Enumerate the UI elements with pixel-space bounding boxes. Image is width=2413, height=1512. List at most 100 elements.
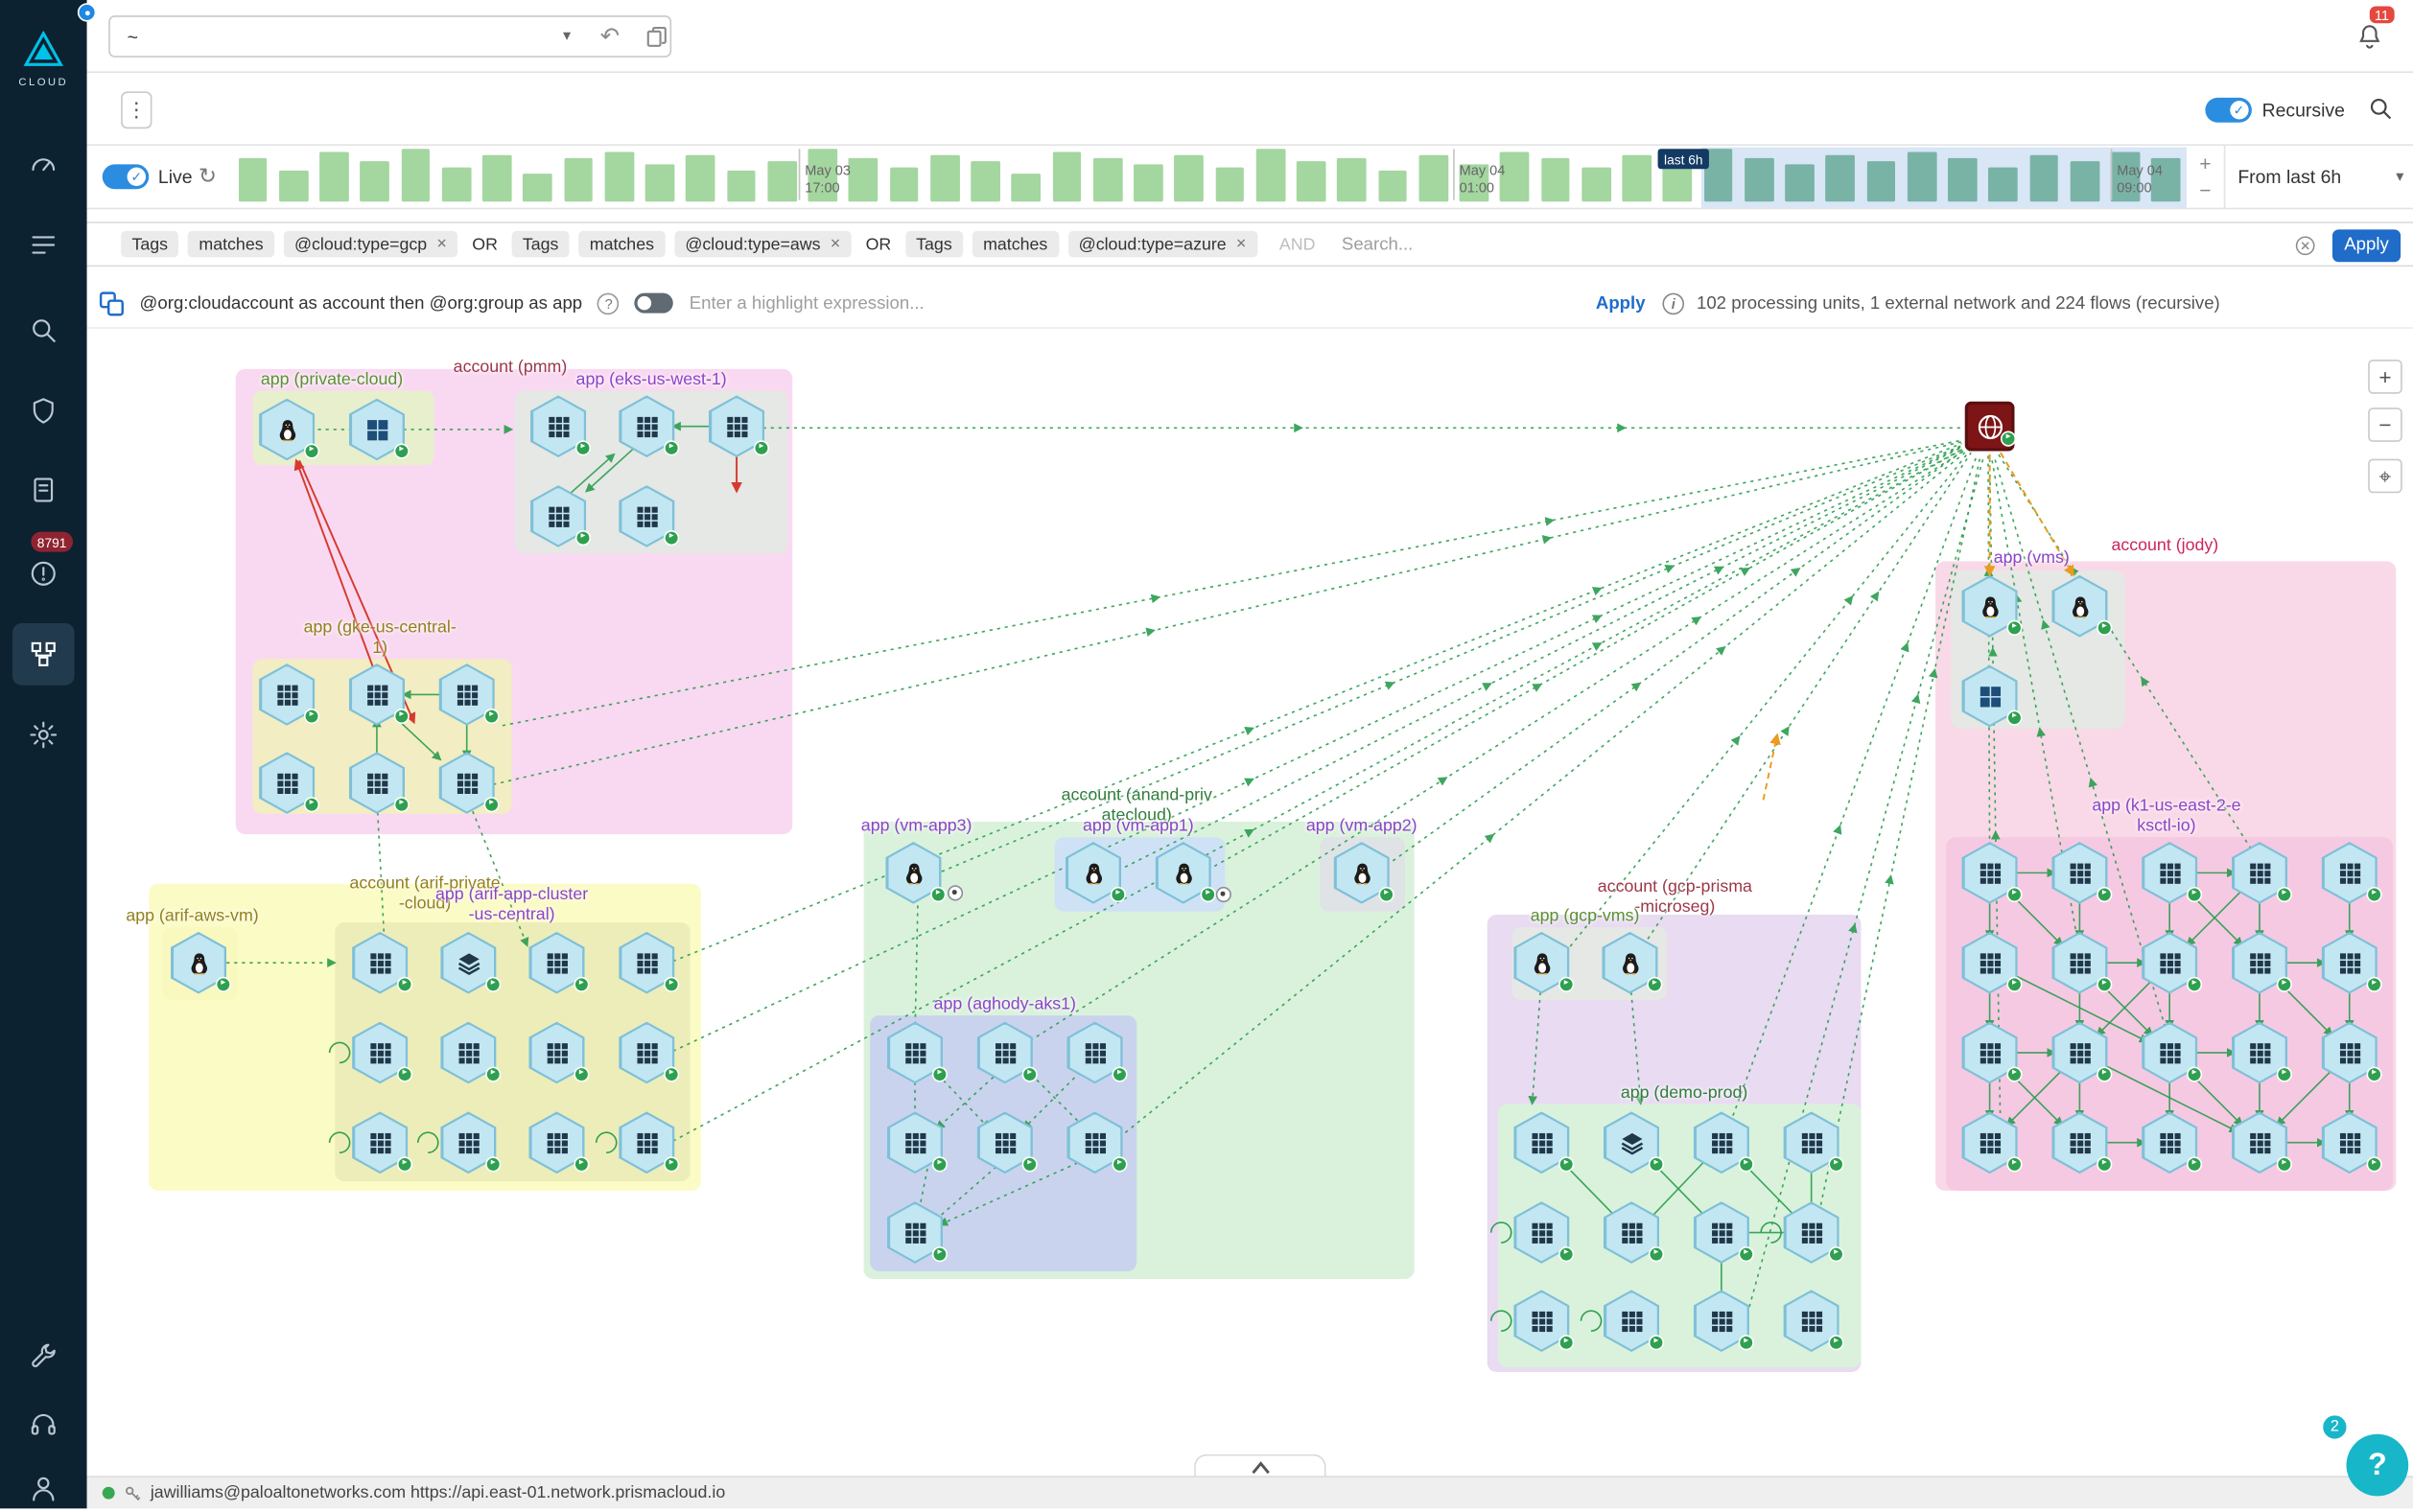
kubernetes-node[interactable]: ▸ [2142,931,2203,994]
expand-node-icon[interactable]: ▸ [2186,1066,2203,1082]
expand-node-icon[interactable]: ▸ [1648,1246,1665,1263]
chevron-down-icon[interactable]: ▾ [562,28,572,45]
linux-vm-node[interactable]: ▸ [885,842,947,904]
layers-node[interactable]: ▸ [440,931,502,994]
expand-node-icon[interactable]: ▸ [483,708,500,725]
traffic-histogram-bar[interactable] [686,154,715,202]
expand-node-icon[interactable]: ▸ [215,976,231,992]
kubernetes-node[interactable]: ▸ [886,1111,948,1175]
expand-node-icon[interactable]: ▸ [303,797,320,813]
expand-node-icon[interactable]: ▸ [1738,1246,1754,1263]
filter-field-chip[interactable]: Tags [121,230,179,258]
group-label-arif-app-cluster-us-central[interactable]: app (arif-app-cluster -us-central) [435,885,589,924]
sidebar-item-search[interactable] [28,314,59,345]
live-toggle[interactable]: ✓ [102,164,150,190]
kubernetes-node[interactable]: ▸ [2231,931,2292,994]
group-label-vm-app2[interactable]: app (vm-app2) [1305,817,1417,836]
kubernetes-node[interactable]: ▸ [619,1021,680,1084]
kubernetes-node[interactable]: ▸ [2051,842,2113,904]
group-label-vm-app3[interactable]: app (vm-app3) [860,817,972,836]
group-label-vms[interactable]: app (vms) [1993,548,2070,568]
highlight-toggle[interactable] [635,292,674,314]
copy-icon[interactable] [646,26,667,52]
traffic-histogram-bar[interactable] [1134,164,1163,202]
linux-vm-node[interactable]: ▸ [1961,574,2023,638]
traffic-histogram-bar[interactable] [1866,161,1896,202]
expand-node-icon[interactable]: ▸ [574,1066,590,1082]
kubernetes-node[interactable]: ▸ [2321,842,2382,904]
sidebar-item-compliance[interactable] [28,395,59,426]
expand-node-icon[interactable]: ▸ [664,976,680,992]
kubernetes-node[interactable]: ▸ [438,752,500,814]
expand-node-icon[interactable]: ▸ [393,708,410,725]
linux-vm-node[interactable]: ▸ [1602,931,1663,994]
group-label-jody[interactable]: account (jody) [2111,536,2219,555]
filter-field-chip[interactable]: Tags [904,230,964,258]
traffic-histogram-bar[interactable] [1337,157,1367,202]
expand-node-icon[interactable]: ▸ [2006,619,2023,636]
kubernetes-node[interactable]: ▸ [976,1021,1038,1084]
kubernetes-node[interactable]: ▸ [2321,931,2382,994]
expand-node-icon[interactable]: ▸ [1558,976,1575,992]
expand-node-icon[interactable]: ▸ [2097,1156,2113,1173]
apply-expression-button[interactable]: Apply [1595,293,1646,313]
linux-vm-node[interactable]: ▸ [2051,574,2113,638]
traffic-histogram-bar[interactable] [1296,161,1326,202]
expand-node-icon[interactable]: ▸ [2366,976,2382,992]
sidebar-item-alerts[interactable] [28,558,59,589]
expand-node-icon[interactable]: ▸ [664,530,680,547]
kubernetes-node[interactable]: ▸ [1961,1021,2023,1084]
linux-vm-node[interactable]: ▸ [170,931,231,994]
remove-filter-icon[interactable]: ✕ [435,235,448,251]
timeline-zoom-in-button[interactable]: + [2199,151,2212,175]
expand-node-icon[interactable]: ▸ [483,797,500,813]
kubernetes-node[interactable]: ▸ [886,1201,948,1264]
traffic-histogram-bar[interactable] [2151,157,2181,202]
collapse-panel-button[interactable] [1194,1454,1326,1478]
kubernetes-node[interactable]: ▸ [619,931,680,994]
traffic-histogram-bar[interactable] [1011,174,1042,202]
layers-node[interactable]: ▸ [1603,1111,1665,1175]
expand-node-icon[interactable]: ▸ [1828,1335,1844,1351]
group-label-gke-us-central-1[interactable]: app (gke-us-central- 1) [303,618,457,658]
graph-search-button[interactable] [2367,95,2395,130]
expand-node-icon[interactable]: ▸ [2006,1156,2023,1173]
kubernetes-node[interactable]: ▸ [2051,931,2113,994]
filter-value-chip[interactable]: @cloud:type=aws✕ [674,230,853,258]
sidebar-item-network-selected[interactable] [12,623,75,686]
expand-node-icon[interactable]: ▸ [1648,1156,1665,1173]
expand-node-icon[interactable]: ▸ [485,1066,502,1082]
kubernetes-node[interactable]: ▸ [259,752,320,814]
refresh-icon[interactable]: ↻ [198,162,217,188]
kubernetes-node[interactable]: ▸ [1693,1290,1754,1353]
traffic-histogram-bar[interactable] [848,157,879,202]
kubernetes-node[interactable]: ▸ [528,931,590,994]
sidebar-item-settings[interactable] [28,719,59,750]
kubernetes-node[interactable]: ▸ [619,1111,680,1175]
traffic-histogram-bar[interactable] [1174,154,1204,202]
linux-vm-node[interactable]: ▸ [1333,842,1394,904]
filter-op-chip[interactable]: matches [972,230,1059,258]
expand-node-icon[interactable]: ▸ [1558,1335,1575,1351]
expand-node-icon[interactable]: ▸ [396,1066,413,1082]
expand-node-icon[interactable]: ▸ [931,1156,948,1173]
expand-node-icon[interactable]: ▸ [2366,886,2382,903]
kubernetes-node[interactable]: ▸ [1603,1201,1665,1264]
expand-node-icon[interactable]: ▸ [2276,976,2292,992]
kubernetes-node[interactable]: ▸ [530,485,592,547]
expand-node-icon[interactable]: ▸ [396,976,413,992]
traffic-histogram-bar[interactable] [1540,157,1570,202]
expand-node-icon[interactable]: ▸ [574,530,592,547]
collapsed-node-indicator[interactable] [1215,886,1231,903]
traffic-histogram-bar[interactable] [1947,157,1978,202]
help-icon[interactable]: ? [597,291,620,314]
kubernetes-node[interactable]: ▸ [348,663,410,726]
kubernetes-node[interactable]: ▸ [352,931,413,994]
traffic-histogram-bar[interactable] [604,151,634,202]
traffic-histogram-bar[interactable] [808,149,837,202]
collapsed-node-indicator[interactable] [947,885,964,901]
traffic-histogram-bar[interactable] [889,167,919,202]
kubernetes-node[interactable]: ▸ [2231,1111,2292,1175]
traffic-histogram-bar[interactable] [2070,161,2099,202]
